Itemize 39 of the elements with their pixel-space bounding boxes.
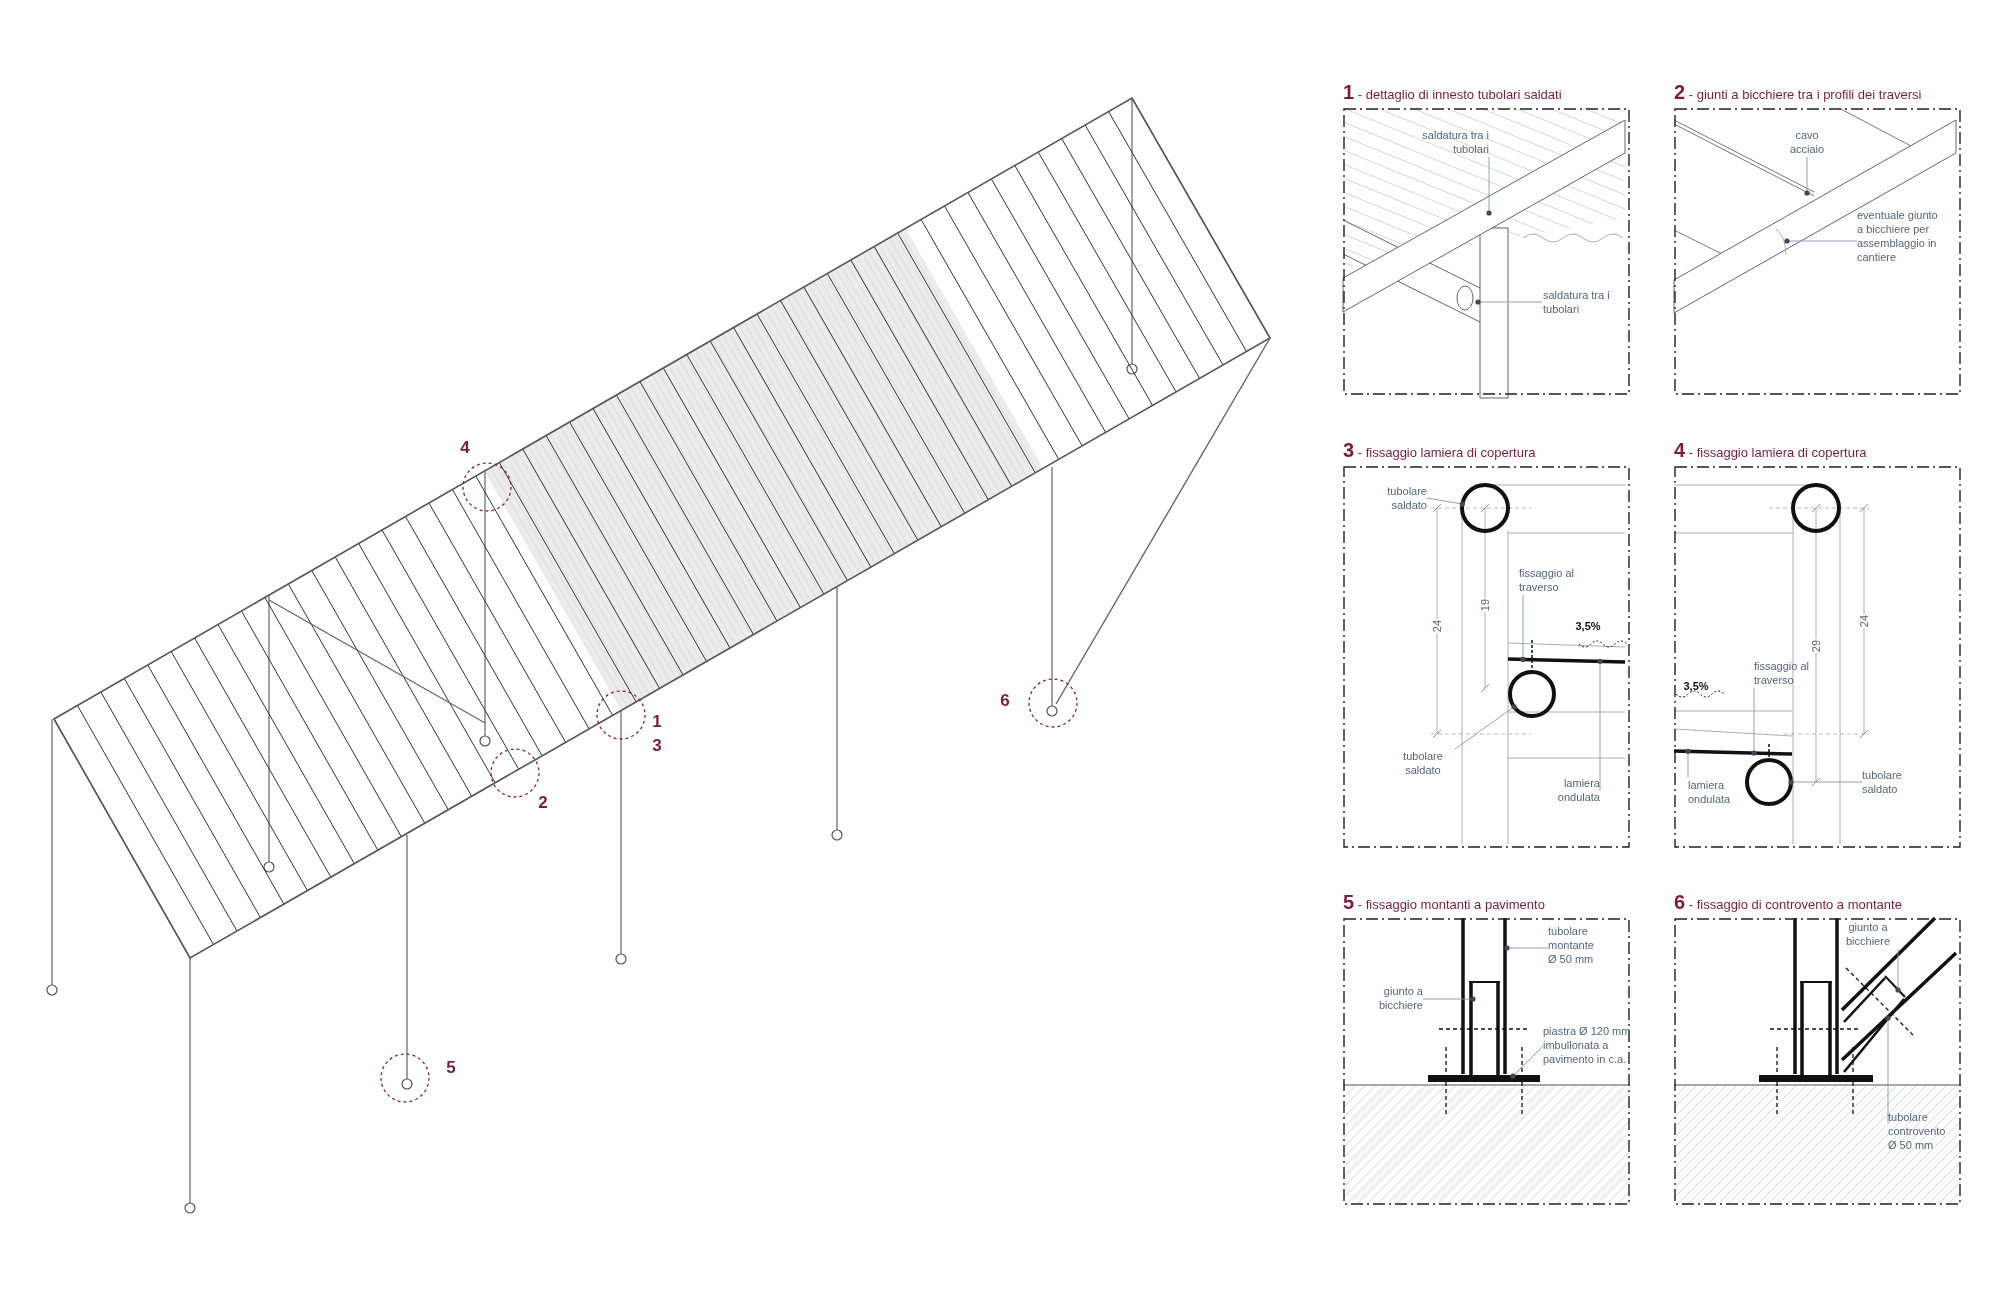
callout-text: tubolare saldato xyxy=(1862,768,1922,796)
dimension-label: 24 xyxy=(1858,613,1870,629)
dimension-label: 19 xyxy=(1479,597,1491,613)
dimension-label: 29 xyxy=(1810,638,1822,654)
detail-title: 3 - fissaggio lamiera di copertura xyxy=(1343,438,1536,463)
callout-number: 1 xyxy=(652,713,662,731)
callout-text: piastra Ø 120 mm imbullonata a pavimento in c.a. xyxy=(1543,1024,1635,1066)
callout-number: 3 xyxy=(652,737,662,755)
callout-text: tubolare saldato xyxy=(1371,484,1427,512)
callout-number: 5 xyxy=(446,1059,456,1077)
dimension-label: 24 xyxy=(1431,618,1443,634)
slope-label: 3,5% xyxy=(1682,680,1710,692)
tube-section-circle xyxy=(1508,670,1556,718)
callout-text: lamiera ondulata xyxy=(1539,776,1600,804)
slope-label: 3,5% xyxy=(1574,620,1602,632)
callout-number: 4 xyxy=(460,439,470,457)
callout-text: saldatura tra i tubolari xyxy=(1419,128,1489,156)
callout-text: lamiera ondulata xyxy=(1688,778,1743,806)
callout-text: giunto a bicchiere xyxy=(1363,984,1423,1012)
roof-sheet-line xyxy=(1507,657,1626,664)
callout-text: giunto a bicchiere xyxy=(1838,920,1898,948)
callout-text: tubolare montante Ø 50 mm xyxy=(1548,924,1600,966)
callout-text: saldatura tra i tubolari xyxy=(1543,288,1613,316)
callout-text: cavo acciaio xyxy=(1782,128,1832,156)
callout-text: fissaggio al traverso xyxy=(1754,659,1811,687)
detail-title: 5 - fissaggio montanti a pavimento xyxy=(1343,890,1545,915)
callout-text: fissaggio al traverso xyxy=(1519,566,1576,594)
callout-number: 2 xyxy=(538,794,548,812)
detail-title: 6 - fissaggio di controvento a montante xyxy=(1674,890,1902,915)
tube-section-circle xyxy=(1745,758,1793,806)
detail-title: 1 - dettaglio di innesto tubolari saldati xyxy=(1343,80,1562,105)
roof-sheet-line xyxy=(1673,749,1793,756)
callout-number: 6 xyxy=(1000,692,1010,710)
detail-title: 4 - fissaggio lamiera di copertura xyxy=(1674,438,1867,463)
callout-text: eventuale giunto a bicchiere per assemblaggio in cantiere xyxy=(1857,208,1945,264)
detail-title: 2 - giunti a bicchiere tra i profili dei traversi xyxy=(1674,80,1922,105)
callout-text: tubolare saldato xyxy=(1393,749,1453,777)
tube-section-circle xyxy=(1460,483,1510,533)
callout-text: tubolare controvento Ø 50 mm xyxy=(1888,1110,1954,1152)
